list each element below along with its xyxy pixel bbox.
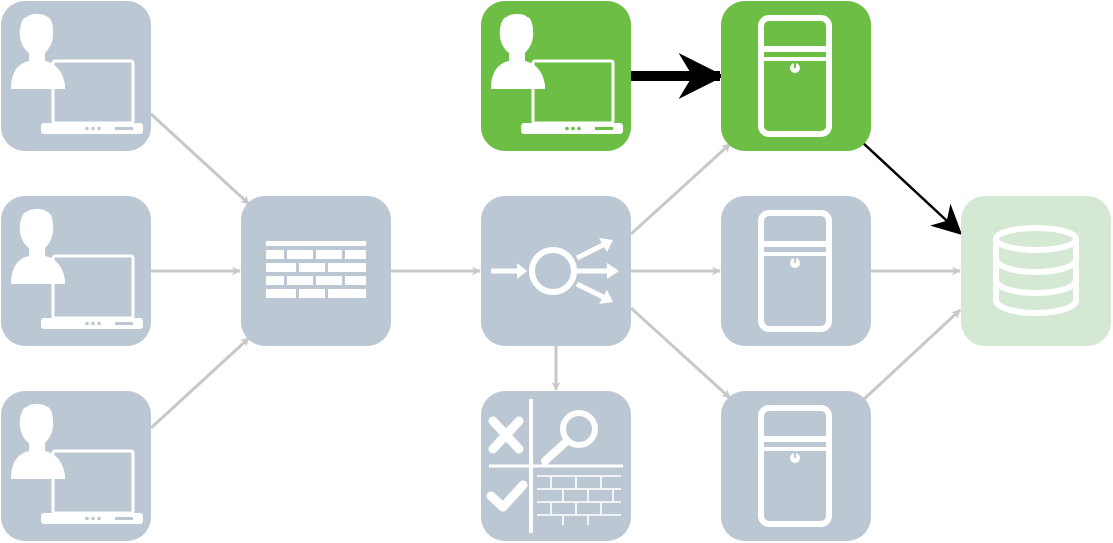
edge-user-3-to-firewall: [149, 336, 251, 430]
edge-load-balancer-to-server-1: [629, 142, 732, 236]
server-node-1: [721, 1, 871, 151]
attacker-laptop-node: [481, 1, 631, 151]
edges: [149, 53, 963, 430]
edge-user-1-to-firewall: [149, 112, 251, 206]
user-laptop-node-2: [1, 196, 151, 346]
load-balancer-node: [481, 196, 631, 346]
firewall-node: [241, 196, 391, 346]
server-node-3: [721, 391, 871, 541]
database-node: [961, 196, 1111, 346]
user-laptop-node-1: [1, 1, 151, 151]
user-laptop-node-3: [1, 391, 151, 541]
server-node-2: [721, 196, 871, 346]
edge-load-balancer-to-server-3: [629, 306, 732, 400]
edge-server-1-to-database: [861, 141, 963, 236]
web-application-firewall-node: [481, 391, 631, 541]
edge-server-3-to-database: [860, 308, 962, 403]
